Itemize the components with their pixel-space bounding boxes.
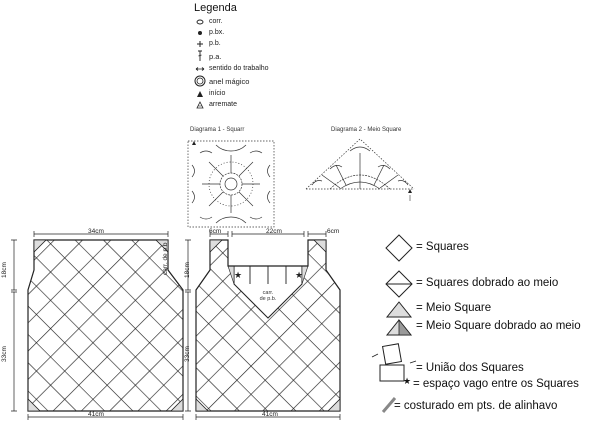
joined-squares-icon [371, 343, 417, 382]
legend-item-double-crochet: p.a. [194, 49, 344, 63]
right-width-bottom: 41cm [262, 411, 278, 418]
legend: Legenda corr. p.bx. p.b. p.a. sentido do… [194, 2, 344, 110]
basting-line-icon [381, 397, 397, 413]
right-center-width: 22cm [266, 228, 282, 235]
legend-item-single-crochet: p.b. [194, 38, 344, 49]
square-diagram-title: Diagrama 1 - Squarr [190, 127, 245, 133]
folded-half-square-icon [385, 318, 413, 336]
legend-label: sentido do trabalho [209, 65, 269, 72]
legend-item-chain: corr. [194, 16, 344, 27]
folded-square-icon [385, 270, 413, 298]
key-label: = costurado em pts. de alinhavo [394, 400, 558, 412]
half-square-diagram-title: Diagrama 2 - Meio Square [331, 127, 402, 133]
key-label: = espaço vago entre os Squares [413, 378, 579, 390]
star-icon: ★ [403, 377, 412, 387]
key: = Squares = Squares dobrado ao meio = Me… [371, 233, 600, 423]
star-icon: ★ [295, 271, 303, 281]
magic-ring-icon [194, 75, 206, 87]
left-height-bottom: 33cm [1, 346, 8, 362]
square-crochet-diagram [187, 140, 275, 228]
legend-item-slip-stitch: p.bx. [194, 27, 344, 38]
right-side-right-width: 6cm [327, 228, 340, 235]
chain-oval-icon [194, 16, 206, 27]
legend-item-start: início [194, 88, 344, 99]
right-height-bottom: 33cm [184, 346, 191, 362]
bag-front-panel [11, 231, 184, 420]
legend-label: início [209, 90, 226, 97]
right-height-top: 18cm [184, 262, 191, 278]
half-square-icon [385, 301, 413, 318]
bag-back-panel: ★ ★ [185, 231, 341, 420]
star-icon: ★ [234, 271, 242, 281]
single-crochet-cross-icon [194, 38, 206, 49]
left-height-top: 18cm [1, 262, 8, 278]
left-edge-note: carr. de p.b [162, 242, 169, 275]
key-label: = União dos Squares [416, 362, 524, 374]
double-crochet-icon [194, 50, 206, 62]
half-square-crochet-diagram [305, 138, 415, 201]
legend-label: p.a. [209, 51, 222, 61]
legend-label: arremate [209, 101, 238, 108]
left-width-top: 34cm [88, 228, 104, 235]
double-arrow-icon [194, 63, 206, 74]
key-label: = Meio Square [416, 302, 492, 314]
start-triangle-icon [194, 88, 206, 99]
legend-label: p.b. [209, 40, 221, 47]
legend-item-direction: sentido do trabalho [194, 63, 344, 74]
legend-label: p.bx. [209, 29, 225, 36]
slip-stitch-dot-icon [194, 27, 206, 38]
right-center-note: carr. de p.b. [259, 290, 277, 302]
legend-item-finish: arremate [194, 99, 344, 110]
key-label: = Squares [416, 241, 469, 253]
legend-title: Legenda [194, 2, 237, 14]
key-label: = Squares dobrado ao meio [416, 277, 559, 289]
legend-item-magic-ring: anel mágico [194, 74, 344, 88]
finish-triangle-icon [194, 99, 206, 110]
square-icon [385, 234, 413, 262]
legend-label: corr. [209, 18, 223, 25]
right-side-left-width: 6cm [209, 228, 222, 235]
left-width-bottom: 41cm [88, 411, 104, 418]
legend-label: anel mágico [209, 76, 250, 86]
key-label: = Meio Square dobrado ao meio [416, 320, 581, 332]
